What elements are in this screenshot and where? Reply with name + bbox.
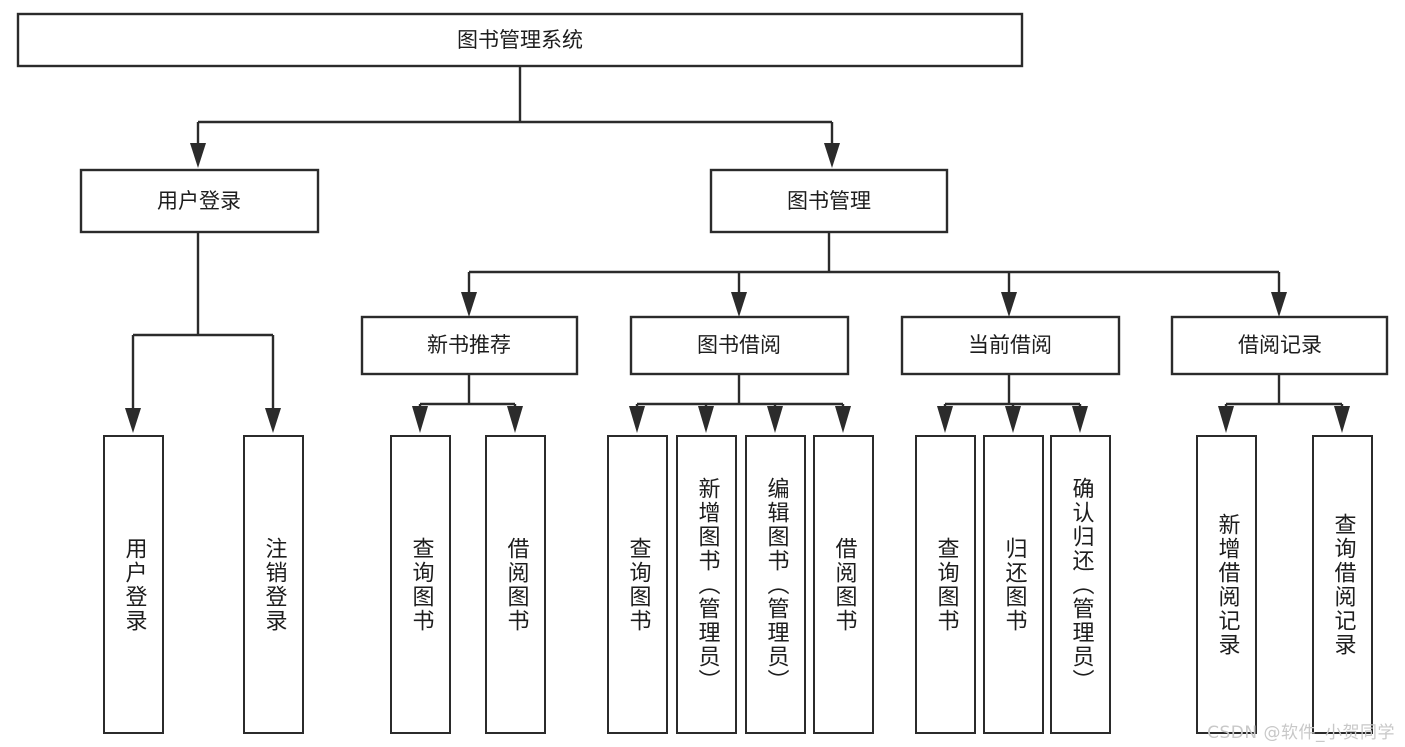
node-root-system-label: 图书管理系统 [457,28,583,52]
node-book-manage[interactable]: 图书管理 [709,168,949,234]
leaf-box-bookborrow-borrow-book[interactable]: 借阅图书 [813,435,874,734]
arrowhead-bookborrow-leaf4 [835,406,851,433]
node-new-book-recommend-label: 新书推荐 [427,333,511,357]
leaf-label-newbook-borrow-book: 借阅图书 [503,536,529,633]
node-root-system-box[interactable] [16,12,1024,68]
node-user-login-box[interactable] [79,168,320,234]
arrowhead-user-login [190,143,206,168]
leaf-box-newbook-query-book[interactable]: 查询图书 [390,435,451,734]
leaf-box-bookborrow-query-book[interactable]: 查询图书 [607,435,668,734]
node-new-book-recommend[interactable]: 新书推荐 [360,315,579,376]
node-book-borrow[interactable]: 图书借阅 [629,315,850,376]
node-book-manage-label: 图书管理 [787,189,871,213]
node-borrow-record-label: 借阅记录 [1238,333,1322,357]
leaf-label-bookborrow-query-book: 查询图书 [625,536,651,633]
arrowhead-currentborrow-leaf1 [937,406,953,433]
node-user-login-label: 用户登录 [157,189,241,213]
leaf-label-bookborrow-edit-book: 编辑图书（管理员） [763,476,789,693]
arrowhead-newbook-leaf2 [507,406,523,433]
leaf-label-bookborrow-add-book: 新增图书（管理员） [694,476,720,693]
leaf-box-user-login[interactable]: 用户登录 [103,435,164,734]
leaf-box-currentborrow-query-book[interactable]: 查询图书 [915,435,976,734]
leaf-label-newbook-query-book: 查询图书 [408,536,434,633]
leaf-label-user-login: 用户登录 [121,536,147,633]
leaf-label-logout: 注销登录 [261,536,287,633]
node-layer: 图书管理系统 用户登录 图书管理 新书推荐 图书借阅 当前 [16,12,1389,376]
node-current-borrow-box[interactable] [900,315,1121,376]
leaf-box-borrowrecord-add-record[interactable]: 新增借阅记录 [1196,435,1257,734]
node-borrow-record-box[interactable] [1170,315,1389,376]
leaf-label-currentborrow-query-book: 查询图书 [933,536,959,633]
arrowhead-book-manage [824,143,840,168]
arrowhead-bookborrow-leaf2 [698,406,714,433]
arrowhead-new-book [461,292,477,317]
leaf-label-bookborrow-borrow-book: 借阅图书 [831,536,857,633]
node-borrow-record[interactable]: 借阅记录 [1170,315,1389,376]
arrowhead-borrow-record [1271,292,1287,317]
arrowhead-borrowrecord-leaf2 [1334,406,1350,433]
connector-layer [125,66,1350,433]
node-book-borrow-box[interactable] [629,315,850,376]
leaf-box-newbook-borrow-book[interactable]: 借阅图书 [485,435,546,734]
leaf-box-bookborrow-edit-book[interactable]: 编辑图书（管理员） [745,435,806,734]
node-new-book-recommend-box[interactable] [360,315,579,376]
leaf-box-currentborrow-confirm-return[interactable]: 确认归还（管理员） [1050,435,1111,734]
leaf-box-currentborrow-return-book[interactable]: 归还图书 [983,435,1044,734]
leaf-label-borrowrecord-query-record: 查询借阅记录 [1330,512,1356,657]
arrowhead-bookborrow-leaf3 [767,406,783,433]
leaf-label-currentborrow-confirm-return: 确认归还（管理员） [1068,476,1094,693]
leaf-box-bookborrow-add-book[interactable]: 新增图书（管理员） [676,435,737,734]
arrowhead-leaf-logout [265,408,281,433]
node-current-borrow[interactable]: 当前借阅 [900,315,1121,376]
node-current-borrow-label: 当前借阅 [968,333,1052,357]
leaf-label-borrowrecord-add-record: 新增借阅记录 [1214,512,1240,657]
node-book-borrow-label: 图书借阅 [697,333,781,357]
arrowhead-book-borrow [731,292,747,317]
arrowhead-borrowrecord-leaf1 [1218,406,1234,433]
arrowhead-currentborrow-leaf2 [1005,406,1021,433]
leaf-box-borrowrecord-query-record[interactable]: 查询借阅记录 [1312,435,1373,734]
arrowhead-newbook-leaf1 [412,406,428,433]
node-book-manage-box[interactable] [709,168,949,234]
arrowhead-current-borrow [1001,292,1017,317]
leaf-label-currentborrow-return-book: 归还图书 [1001,536,1027,633]
arrowhead-currentborrow-leaf3 [1072,406,1088,433]
arrowhead-bookborrow-leaf1 [629,406,645,433]
node-root-system[interactable]: 图书管理系统 [16,12,1024,68]
node-user-login[interactable]: 用户登录 [79,168,320,234]
leaf-box-logout[interactable]: 注销登录 [243,435,304,734]
arrowhead-leaf-user-login [125,408,141,433]
